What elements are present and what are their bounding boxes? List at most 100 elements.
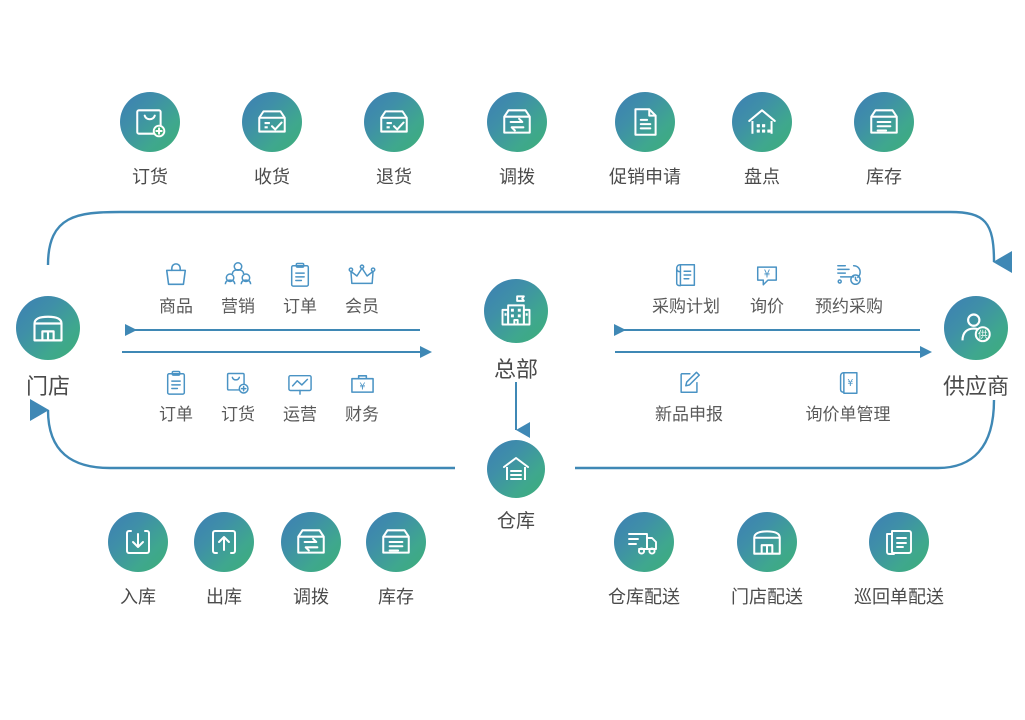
order-bag-plus-icon [120, 92, 180, 152]
feature-store-hq-top-2[interactable]: 营销 [193, 258, 283, 317]
svg-text:¥: ¥ [847, 378, 853, 389]
node-label: 出库 [206, 587, 242, 607]
route-documents-icon [869, 512, 929, 572]
receive-box-check-icon [242, 92, 302, 152]
node-label: 门店配送 [731, 587, 803, 607]
purchase-plan-icon [673, 258, 699, 288]
feature-store-hq-top-4[interactable]: 会员 [317, 258, 407, 317]
node-label: 调拨 [293, 587, 329, 607]
loop-top-path [46, 210, 1013, 273]
node-top-4[interactable]: 调拨 [487, 92, 547, 189]
node-label: 门店 [25, 374, 70, 399]
finance-yen-icon: ¥ [349, 366, 376, 396]
node-headquarter[interactable]: 总部 [484, 279, 548, 384]
feature-hq-supplier-bottom-2[interactable]: ¥ 询价单管理 [778, 366, 918, 425]
svg-text:¥: ¥ [359, 381, 365, 392]
node-label: 退货 [376, 167, 412, 187]
feature-hq-supplier-top-1[interactable]: 采购计划 [626, 258, 746, 317]
node-top-3[interactable]: 退货 [364, 92, 424, 189]
outbound-arrow-up-icon [194, 512, 254, 572]
node-label: 盘点 [744, 167, 780, 187]
node-top-2[interactable]: 收货 [242, 92, 302, 189]
inbound-arrow-down-icon [108, 512, 168, 572]
store-front-icon [16, 296, 80, 360]
supplier-person-icon: 供 [944, 296, 1008, 360]
node-label: 巡回单配送 [854, 587, 944, 607]
transfer-box-arrows-icon [281, 512, 341, 572]
feature-label: 询价 [750, 297, 784, 316]
node-store[interactable]: 门店 [16, 296, 80, 401]
feature-label: 订单 [283, 297, 317, 316]
store-front-icon [737, 512, 797, 572]
feature-store-hq-bottom-3[interactable]: 运营 [255, 366, 345, 425]
feature-store-hq-bottom-2[interactable]: 订货 [193, 366, 283, 425]
feature-store-hq-top-3[interactable]: 订单 [255, 258, 345, 317]
feature-label: 订货 [221, 405, 255, 424]
node-label: 仓库配送 [608, 587, 680, 607]
feature-label: 财务 [345, 405, 379, 424]
node-bottom-left-4[interactable]: 库存 [366, 512, 426, 609]
node-label: 促销申请 [609, 167, 681, 187]
node-label: 订货 [132, 167, 168, 187]
feature-hq-supplier-bottom-1[interactable]: 新品申报 [629, 366, 749, 425]
member-crown-icon [348, 258, 376, 288]
node-supplier[interactable]: 供 供应商 [943, 296, 1009, 401]
return-box-check-icon [364, 92, 424, 152]
node-bottom-left-3[interactable]: 调拨 [281, 512, 341, 609]
node-label: 调拨 [499, 167, 535, 187]
feature-label: 订单 [159, 405, 193, 424]
node-label: 库存 [866, 167, 902, 187]
feature-store-hq-bottom-1[interactable]: 订单 [131, 366, 221, 425]
order-clipboard-icon [164, 366, 188, 396]
marketing-group-icon [224, 258, 252, 288]
loop-bottom-right-path [575, 399, 996, 470]
node-bottom-right-1[interactable]: 仓库配送 [608, 512, 680, 609]
inquiry-sheet-icon: ¥ [836, 366, 861, 396]
new-product-pencil-icon [677, 366, 702, 396]
node-label: 入库 [120, 587, 156, 607]
feature-label: 预约采购 [815, 297, 883, 316]
inventory-box-lines-icon [366, 512, 426, 572]
feature-label: 采购计划 [652, 297, 720, 316]
feature-label: 询价单管理 [805, 405, 891, 424]
node-label: 仓库 [496, 511, 535, 532]
feature-hq-supplier-top-2[interactable]: ¥ 询价 [722, 258, 812, 317]
node-bottom-right-3[interactable]: 巡回单配送 [854, 512, 944, 609]
node-label: 收货 [254, 167, 290, 187]
node-bottom-right-2[interactable]: 门店配送 [731, 512, 803, 609]
operation-chart-icon [286, 366, 314, 396]
node-top-5[interactable]: 促销申请 [609, 92, 681, 189]
order-clipboard-icon [288, 258, 312, 288]
loop-bottom-left-path [29, 399, 455, 470]
warehouse-icon [487, 440, 545, 498]
stocktake-warehouse-icon [732, 92, 792, 152]
node-label: 库存 [378, 587, 414, 607]
feature-store-hq-bottom-4[interactable]: ¥ 财务 [317, 366, 407, 425]
reserve-purchase-icon [835, 258, 863, 288]
feature-label: 营销 [221, 297, 255, 316]
svg-text:¥: ¥ [764, 269, 771, 280]
feature-store-hq-top-1[interactable]: 商品 [131, 258, 221, 317]
node-bottom-left-1[interactable]: 入库 [108, 512, 168, 609]
headquarters-building-icon [484, 279, 548, 343]
feature-hq-supplier-top-3[interactable]: 预约采购 [789, 258, 909, 317]
feature-label: 运营 [283, 405, 317, 424]
inquiry-yen-bubble-icon: ¥ [754, 258, 780, 288]
svg-text:供: 供 [978, 329, 988, 341]
node-top-1[interactable]: 订货 [120, 92, 180, 189]
node-top-7[interactable]: 库存 [854, 92, 914, 189]
feature-label: 新品申报 [655, 405, 723, 424]
node-label: 供应商 [943, 374, 1010, 399]
node-warehouse[interactable]: 仓库 [487, 440, 545, 533]
node-bottom-left-2[interactable]: 出库 [194, 512, 254, 609]
node-top-6[interactable]: 盘点 [732, 92, 792, 189]
inventory-box-lines-icon [854, 92, 914, 152]
feature-label: 商品 [159, 297, 193, 316]
feature-label: 会员 [345, 297, 379, 316]
goods-bag-icon [163, 258, 189, 288]
promotion-document-icon [615, 92, 675, 152]
delivery-truck-icon [614, 512, 674, 572]
transfer-box-arrows-icon [487, 92, 547, 152]
